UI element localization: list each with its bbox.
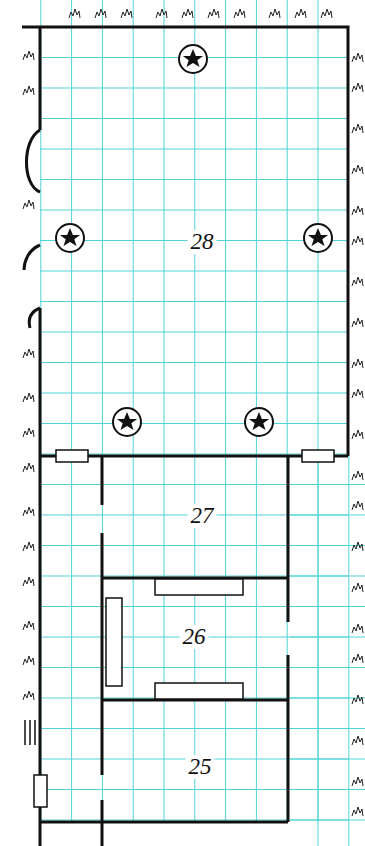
tables xyxy=(106,579,243,699)
tree-border xyxy=(23,9,363,816)
walls xyxy=(22,27,348,846)
star-markers xyxy=(56,45,332,436)
room-number: 28 xyxy=(188,230,217,254)
room-number: 27 xyxy=(188,504,217,528)
room-number: 25 xyxy=(186,755,215,779)
doors xyxy=(25,450,334,807)
room-number: 26 xyxy=(180,625,209,649)
